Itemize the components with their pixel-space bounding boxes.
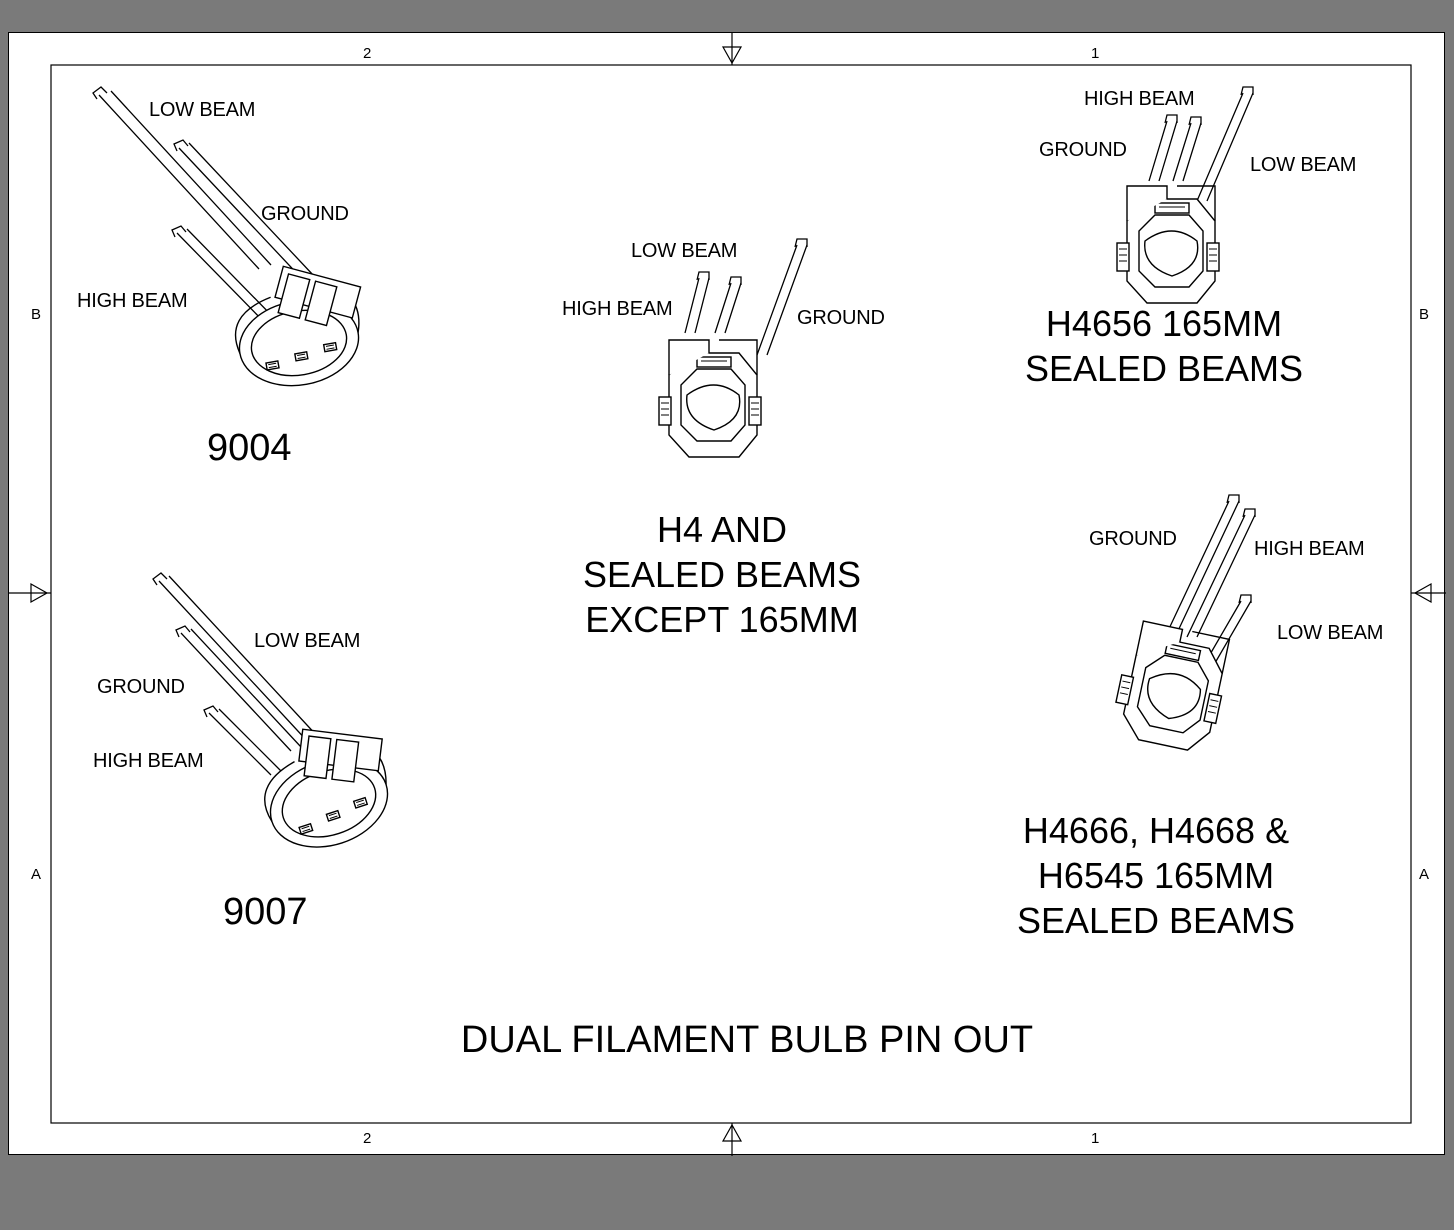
label-h4-high-beam: HIGH BEAM (562, 298, 673, 320)
label-9007-low-beam: LOW BEAM (254, 630, 361, 652)
label-h4666-high-beam: HIGH BEAM (1254, 538, 1365, 560)
connector-name-h4656: H4656 165MM SEALED BEAMS (1025, 301, 1303, 391)
zone-label-bottom-1: 1 (1091, 1130, 1100, 1147)
connector-name-h4656-line-1: H4656 165MM (1045, 303, 1283, 344)
zone-label-right-b: B (1419, 306, 1430, 323)
connector-name-h4-line-1: H4 AND (656, 509, 788, 550)
connector-h4656 (1116, 86, 1254, 304)
zone-label-top-2: 2 (363, 45, 372, 62)
connector-9004 (92, 86, 377, 396)
label-h4656-high-beam: HIGH BEAM (1084, 88, 1195, 110)
connector-name-9004: 9004 (207, 427, 292, 469)
connector-name-h4666: H4666, H4668 & H6545 165MM SEALED BEAMS (1017, 808, 1295, 943)
label-h4656-ground: GROUND (1039, 139, 1127, 161)
connector-h4 (658, 238, 808, 458)
label-h4666-ground: GROUND (1089, 528, 1177, 550)
sheet-title: DUAL FILAMENT BULB PIN OUT (460, 1019, 1034, 1061)
connector-name-h4: H4 AND SEALED BEAMS EXCEPT 165MM (583, 507, 861, 642)
connector-9007 (152, 572, 410, 863)
connector-name-h4666-line-2: H6545 165MM (1037, 855, 1275, 896)
center-mark-bottom (721, 1123, 743, 1156)
label-h4-low-beam: LOW BEAM (631, 240, 738, 262)
zone-label-top-1: 1 (1091, 45, 1100, 62)
zone-label-left-a: A (31, 866, 42, 883)
connector-name-h4666-line-3: SEALED BEAMS (1016, 900, 1296, 941)
connector-h4666 (1108, 494, 1256, 756)
center-mark-left (9, 582, 51, 604)
connector-name-h4-line-2: SEALED BEAMS (582, 554, 862, 595)
connector-name-9007: 9007 (223, 891, 308, 933)
label-h4-ground: GROUND (797, 307, 885, 329)
zone-label-bottom-2: 2 (363, 1130, 372, 1147)
connector-name-h4-line-3: EXCEPT 165MM (585, 599, 859, 640)
footer-bar (8, 1157, 1445, 1230)
label-9007-high-beam: HIGH BEAM (93, 750, 204, 772)
connector-name-h4666-line-1: H4666, H4668 & (1022, 810, 1290, 851)
label-9004-low-beam: LOW BEAM (149, 99, 256, 121)
zone-label-left-b: B (31, 306, 42, 323)
label-9004-ground: GROUND (261, 203, 349, 225)
center-mark-top (721, 33, 743, 65)
center-mark-right (1411, 582, 1446, 604)
label-9004-high-beam: HIGH BEAM (77, 290, 188, 312)
label-h4666-low-beam: LOW BEAM (1277, 622, 1384, 644)
connector-name-h4656-line-2: SEALED BEAMS (1024, 348, 1304, 389)
zone-label-right-a: A (1419, 866, 1430, 883)
connector-drawing (9, 33, 1446, 1156)
label-h4656-low-beam: LOW BEAM (1250, 154, 1357, 176)
drawing-sheet: 2 1 2 1 B A B A LOW BEAM GROUND HIGH BEA… (8, 32, 1446, 1156)
label-9007-ground: GROUND (97, 676, 185, 698)
